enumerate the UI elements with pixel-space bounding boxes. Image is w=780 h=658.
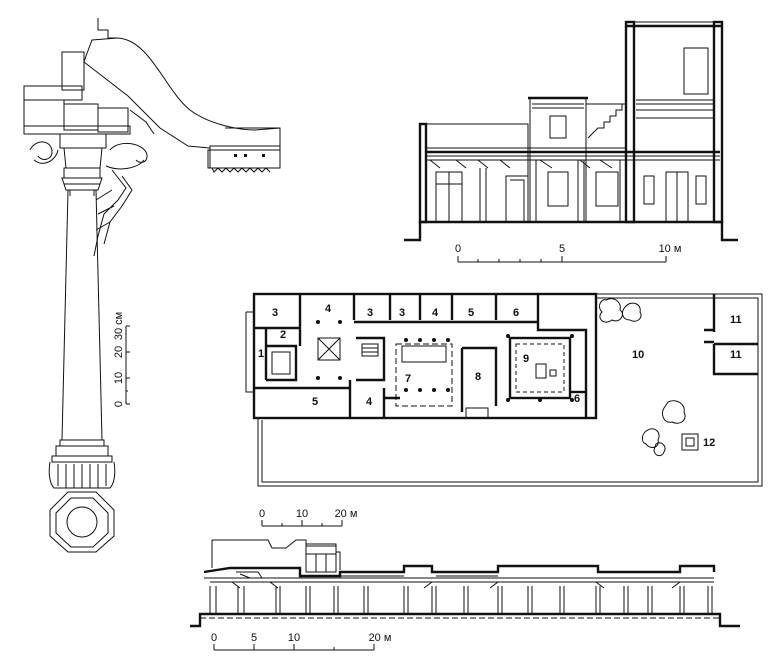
room-label-5a: 5 [468, 307, 474, 319]
room-label-9: 9 [523, 353, 529, 365]
room-label-4c: 4 [366, 396, 373, 408]
column-scale-tick-0: 0 [113, 401, 125, 407]
room-label-6a: 6 [513, 307, 519, 319]
column-detail-drawing [23, 18, 281, 553]
room-label-10: 10 [632, 349, 644, 361]
plan-scale-tick-10: 10 [296, 508, 308, 520]
room-label-7: 7 [405, 373, 411, 385]
room-label-8: 8 [475, 371, 481, 383]
column-scale-tick-30: 30 см [113, 312, 125, 340]
room-label-5b: 5 [312, 396, 318, 408]
room-label-3b: 3 [367, 307, 373, 319]
section-top-scale-tick-10: 10 м [659, 243, 682, 255]
floor-plan [245, 292, 763, 487]
column-scale-tick-20: 20 [113, 346, 125, 358]
section-columns [209, 586, 713, 614]
section-top-scale-tick-0: 0 [455, 243, 461, 255]
room-label-6b: 6 [574, 393, 580, 405]
column-scale-bar: 0 10 20 30 см [113, 312, 130, 407]
plan-column-dots [316, 320, 574, 402]
section-top-scale-bar: 0 5 10 м [455, 243, 682, 263]
room-label-4a: 4 [325, 303, 332, 315]
room-label-11b: 11 [730, 349, 742, 361]
plan-scale-tick-20: 20 м [335, 508, 358, 520]
section-bottom-scale-tick-20: 20 м [369, 632, 392, 644]
room-label-1: 1 [258, 348, 264, 360]
room-label-2: 2 [280, 329, 286, 341]
room-label-3c: 3 [399, 307, 405, 319]
room-label-12: 12 [703, 437, 715, 449]
section-top-scale-tick-5: 5 [559, 243, 565, 255]
building-section-top [404, 20, 738, 242]
plan-scale-tick-0: 0 [259, 508, 265, 520]
plan-room-labels: 3 4 3 3 4 5 6 2 1 7 8 9 10 11 11 5 4 6 1… [258, 303, 742, 449]
section-bottom-scale-tick-0: 0 [211, 632, 217, 644]
section-bottom-scale-tick-10: 10 [288, 632, 300, 644]
room-label-3a: 3 [272, 307, 278, 319]
building-section-bottom [190, 539, 740, 628]
plan-scale-bar: 0 10 20 м [259, 508, 358, 527]
section-bottom-scale-tick-5: 5 [251, 632, 257, 644]
column-scale-tick-10: 10 [113, 372, 125, 384]
room-label-11a: 11 [730, 314, 742, 326]
room-label-4b: 4 [432, 307, 439, 319]
section-bottom-scale-bar: 0 5 10 20 м [211, 632, 392, 651]
